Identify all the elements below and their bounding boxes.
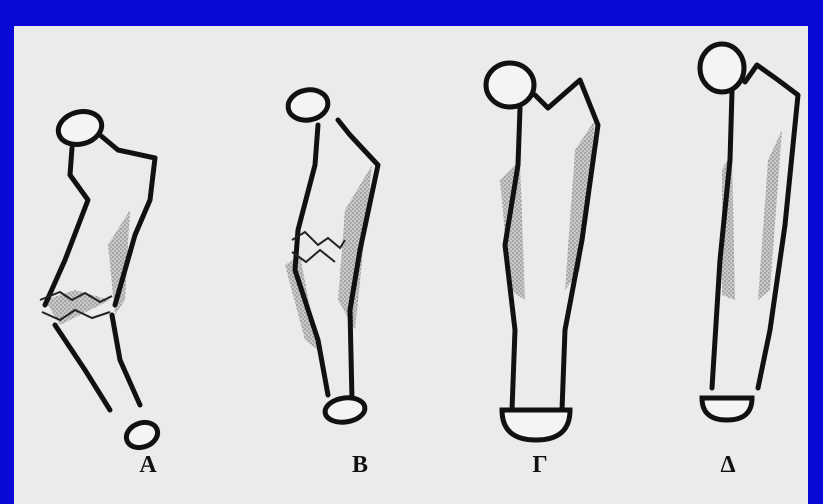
condyle-icon bbox=[324, 395, 367, 424]
panel-label-g: Γ bbox=[532, 452, 547, 479]
femoral-head-icon bbox=[55, 107, 106, 149]
condyle-icon bbox=[123, 418, 161, 451]
callus-shading bbox=[285, 255, 318, 350]
fracture-callus-shading bbox=[45, 290, 110, 325]
femoral-head-icon bbox=[286, 87, 331, 123]
callus-shading bbox=[338, 165, 372, 330]
bone-diagram-g bbox=[486, 63, 598, 440]
condyle-icon bbox=[702, 398, 752, 420]
femoral-head-icon bbox=[486, 63, 534, 107]
bone-diagram-b bbox=[285, 87, 378, 425]
femoral-head-icon bbox=[700, 44, 744, 92]
panel-label-a: A bbox=[139, 452, 156, 479]
cortex-shading bbox=[565, 120, 595, 290]
panel-label-b: B bbox=[352, 452, 368, 479]
panel-label-d: Δ bbox=[720, 452, 735, 479]
bone-diagram-a bbox=[40, 107, 161, 452]
cortex-shading bbox=[500, 160, 525, 300]
bone-diagram-d bbox=[700, 44, 798, 420]
condyle-icon bbox=[502, 410, 570, 440]
